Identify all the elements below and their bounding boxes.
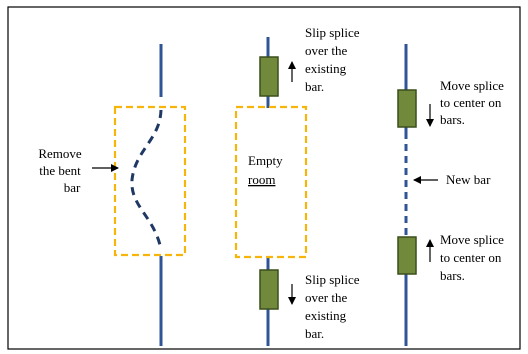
middle-top-label-line3: existing (305, 61, 347, 76)
middle-box-label-line1: Empty (248, 153, 283, 168)
left-dashed-box (113, 105, 187, 257)
left-label-line2: the bent (39, 163, 81, 178)
middle-top-label-line4: bar. (305, 79, 324, 94)
right-bottom-splice (397, 236, 417, 275)
middle-box-label-line2: room (248, 172, 275, 187)
bent-bar-dashed (130, 109, 163, 246)
right-top-label-line2: to center on (440, 95, 502, 110)
middle-bottom-label-line1: Slip splice (305, 272, 360, 287)
middle-bottom-splice (259, 269, 279, 310)
diagram-frame (7, 6, 521, 350)
middle-bottom-label-line3: existing (305, 308, 347, 323)
middle-top-splice (259, 56, 279, 97)
left-label-line3: bar (64, 180, 81, 195)
middle-dashed-box (234, 105, 308, 259)
left-label-line1: Remove (38, 146, 82, 161)
middle-top-label-line1: Slip splice (305, 25, 360, 40)
middle-top-label-line2: over the (305, 43, 347, 58)
right-top-label-line1: Move splice (440, 78, 504, 93)
middle-bottom-label-line4: bar. (305, 326, 324, 341)
right-mid-label: New bar (446, 172, 491, 187)
right-bottom-label-line3: bars. (440, 268, 465, 283)
middle-bottom-label-line2: over the (305, 290, 347, 305)
right-bottom-label-line2: to center on (440, 250, 502, 265)
right-top-label-line3: bars. (440, 112, 465, 127)
right-bottom-label-line1: Move splice (440, 232, 504, 247)
right-top-splice (397, 89, 417, 128)
